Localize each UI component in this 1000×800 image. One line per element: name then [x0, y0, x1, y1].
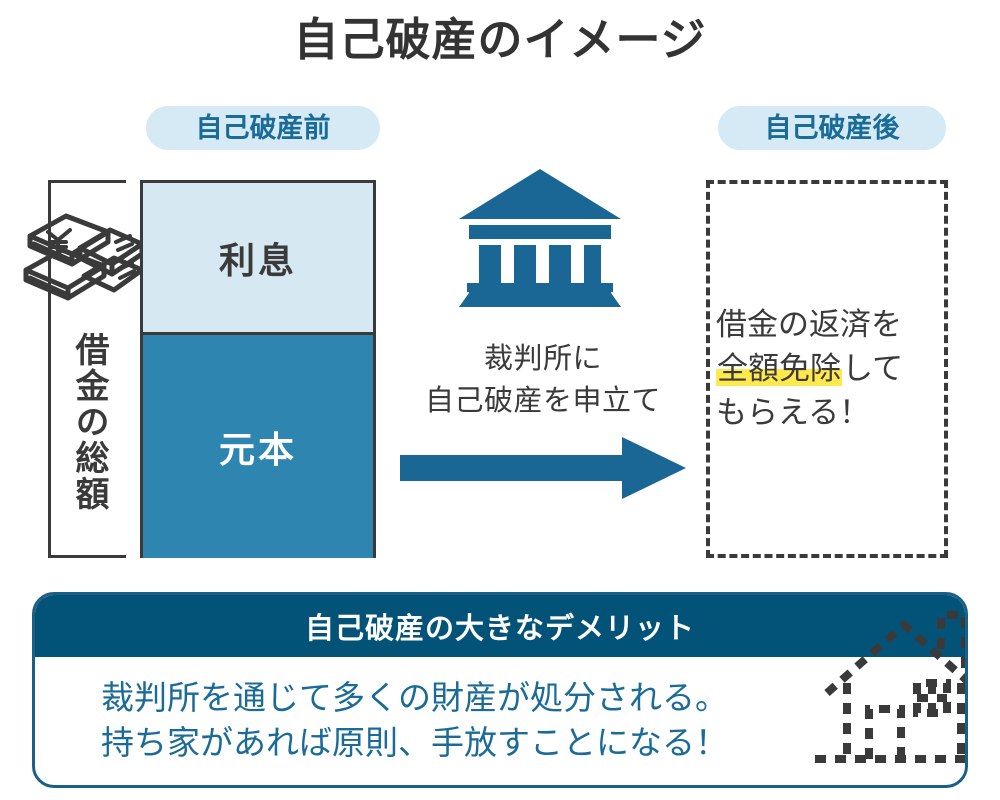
dashed-house-icon [813, 609, 965, 781]
debt-composition-box: 利息 元本 [140, 180, 376, 558]
total-debt-bracket [48, 180, 126, 558]
demerit-text-line1: 裁判所を通じて多くの財産が処分される。 [101, 679, 728, 717]
arrow-right-icon [400, 437, 686, 499]
after-bankruptcy-box [706, 180, 948, 558]
page-title: 自己破産のイメージ [293, 14, 707, 65]
after-text-line2: 全額免除して [716, 347, 940, 391]
court-filing-caption: 裁判所に 自己破産を申立て [398, 338, 688, 422]
demerit-panel-header: 自己破産の大きなデメリット [35, 595, 965, 657]
debt-segment-principal: 元本 [143, 335, 373, 558]
court-filing-caption-line2: 自己破産を申立て [424, 385, 661, 418]
demerit-text-line2: 持ち家があれば原則、手放すことになる！ [101, 724, 728, 761]
highlight-text: 全額免除 [716, 351, 842, 387]
demerit-text: 裁判所を通じて多くの財産が処分される。 持ち家があれば原則、手放すことになる！ [101, 676, 728, 766]
stage-label-after: 自己破産後 [718, 106, 946, 150]
after-text-line1: 借金の返済を [716, 307, 902, 342]
debt-segment-interest: 利息 [143, 183, 373, 335]
total-debt-label: 借金の総額 [70, 332, 108, 512]
after-text-line3: もらえる！ [716, 395, 871, 431]
courthouse-icon [455, 163, 625, 313]
money-stack-icon [18, 198, 146, 310]
demerit-panel-body: 裁判所を通じて多くの財産が処分される。 持ち家があれば原則、手放すことになる！ [35, 657, 965, 785]
court-filing-caption-line1: 裁判所に [483, 343, 602, 375]
demerit-panel: 自己破産の大きなデメリット 裁判所を通じて多くの財産が処分される。 持ち家があれ… [32, 592, 968, 788]
stage-label-before: 自己破産前 [146, 106, 380, 150]
after-text-line2-rest: して [842, 351, 904, 387]
after-bankruptcy-text: 借金の返済を 全額免除して もらえる！ [716, 303, 940, 435]
